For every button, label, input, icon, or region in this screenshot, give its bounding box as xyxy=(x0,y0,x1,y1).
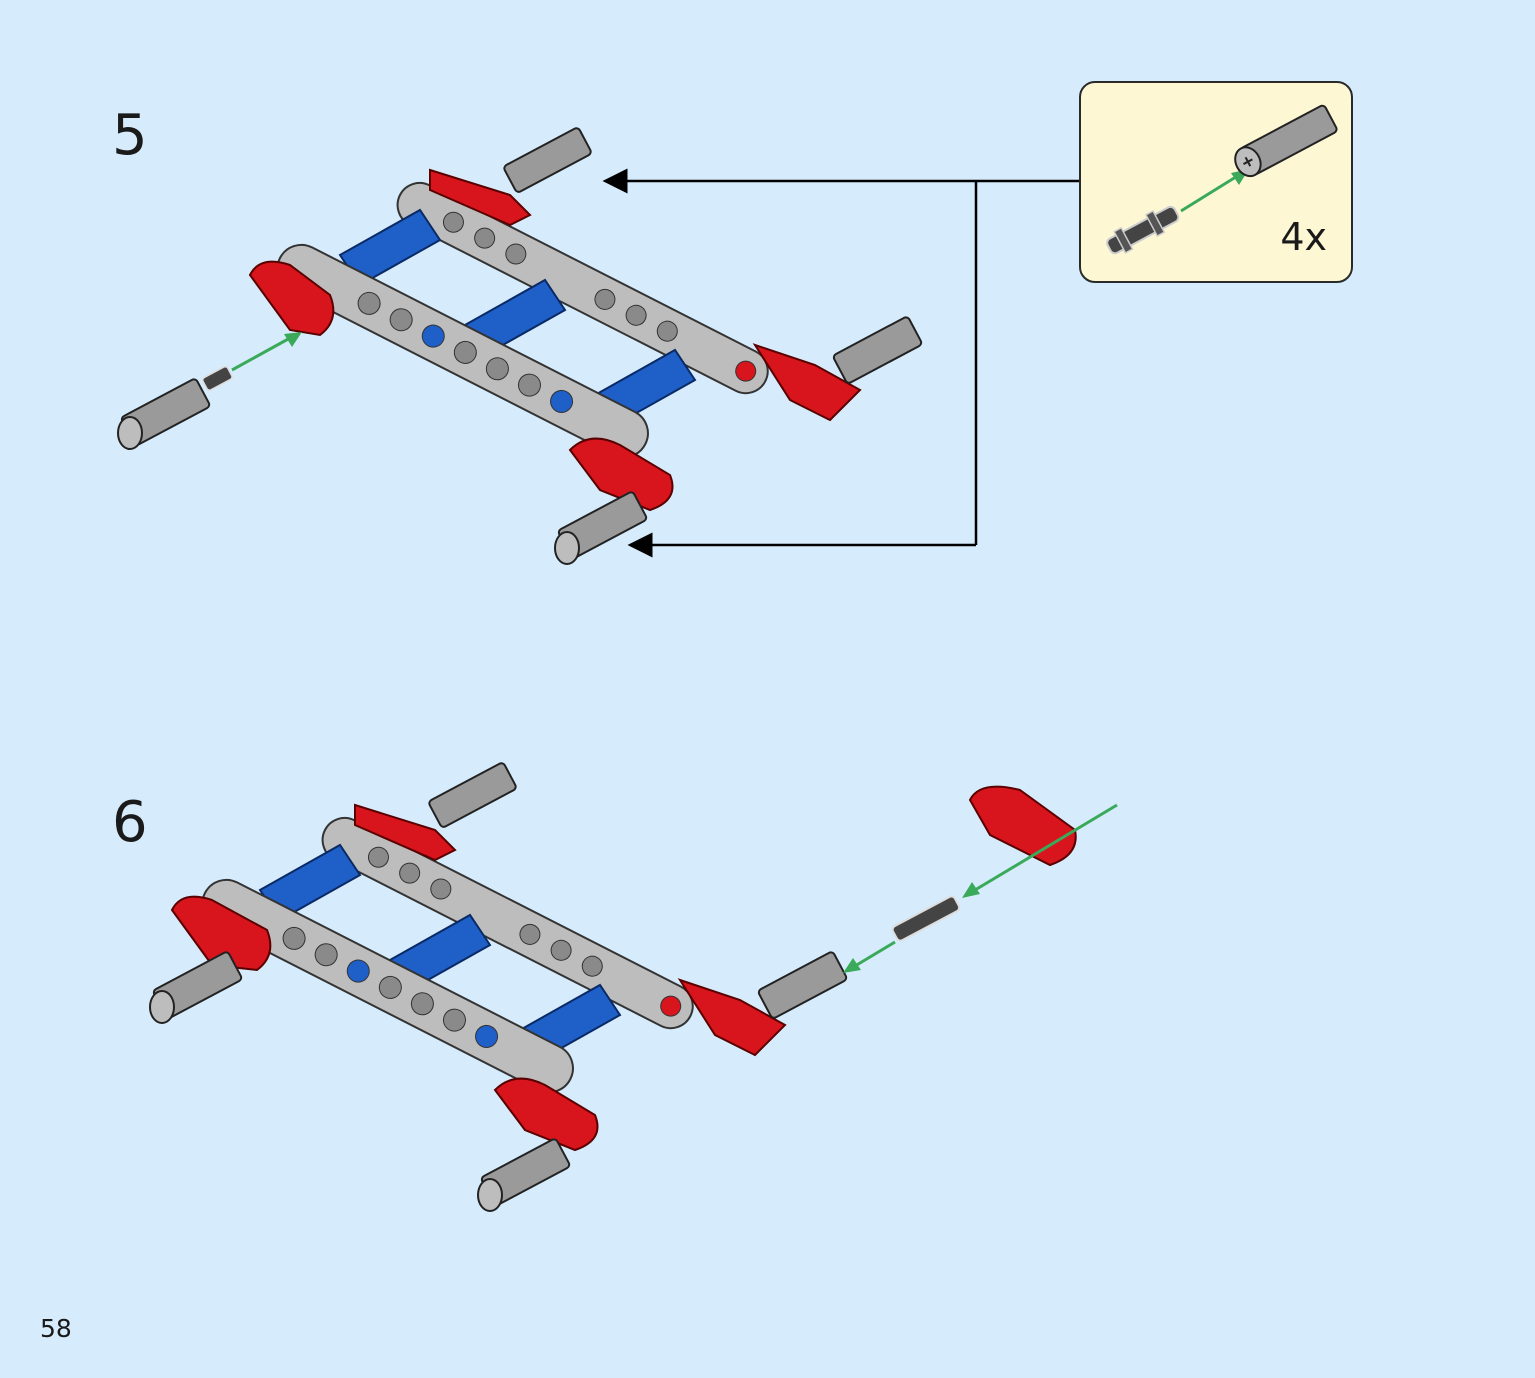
callout-axle-connector-icon xyxy=(1234,104,1338,178)
step-6-model xyxy=(149,762,1118,1212)
callout-pointer-lines xyxy=(602,168,1079,558)
callout-pin-icon xyxy=(1106,205,1180,255)
callout-parts-illustration xyxy=(1106,104,1338,255)
quantity-label: 4x xyxy=(1280,215,1327,259)
step-number-6: 6 xyxy=(112,790,148,855)
step-5-model xyxy=(117,127,923,565)
step-number-5: 5 xyxy=(112,103,148,168)
parts-callout: 4x xyxy=(1079,81,1353,283)
page-number: 58 xyxy=(40,1314,72,1343)
